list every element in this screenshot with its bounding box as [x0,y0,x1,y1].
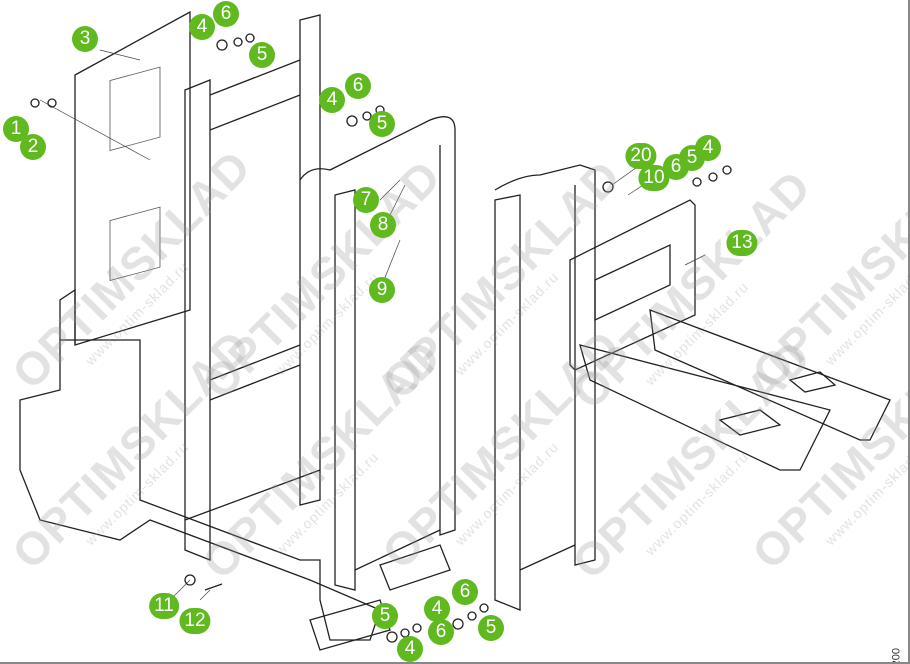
callout: 5 [369,111,395,137]
callout: 6 [213,1,239,27]
guard-panel [74,10,191,346]
middle-mast [299,116,456,651]
callout: 13 [726,230,758,256]
callout: 6 [345,73,371,99]
callout: 4 [319,87,345,113]
inner-mast [494,164,596,611]
callout: 9 [369,277,395,303]
callout: 5 [372,603,398,629]
callout: 4 [695,135,721,161]
drawing-id: Dis.3200 [890,648,902,662]
fork-carriage [569,199,891,471]
callout: 11 [149,593,179,619]
callout: 20 [625,143,657,169]
callout: 8 [370,212,396,238]
callout: 12 [179,608,211,634]
callout: 6 [452,579,478,605]
callout: 4 [397,636,423,662]
callout: 3 [72,26,98,52]
callout: 5 [249,42,275,68]
outer-mast [184,14,321,561]
callout: 2 [20,134,46,160]
callout: 4 [424,596,450,622]
callout: 4 [189,14,215,40]
callout: 6 [428,619,454,645]
panel-grille [109,66,161,282]
callout: 7 [353,187,379,213]
washers-bolts [30,33,732,643]
callout: 5 [478,615,504,641]
